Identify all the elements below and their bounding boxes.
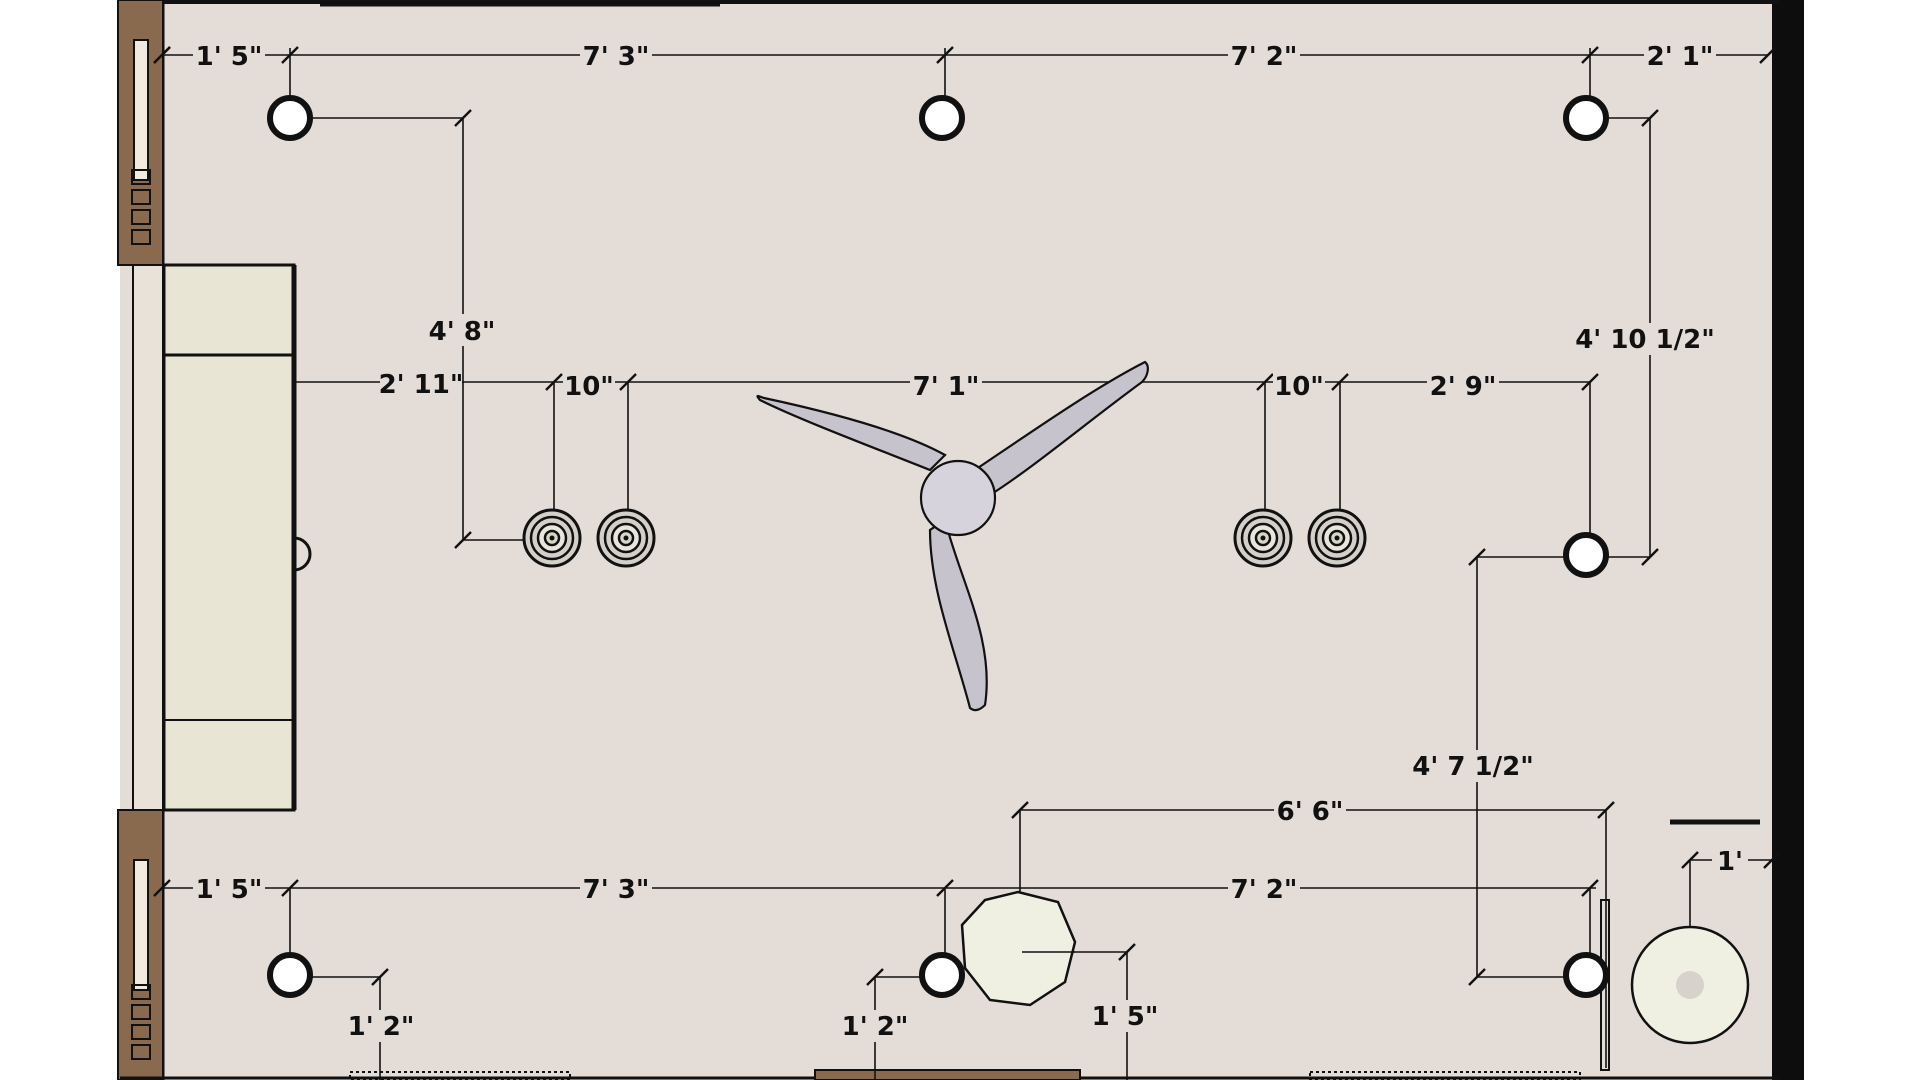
dim-left-vertical: 4' 8" (429, 317, 496, 347)
recessed-light-icon (270, 955, 310, 995)
dim-right-vertical: 4' 10 1/2" (1575, 325, 1715, 355)
dim-bottom-1: 1' 5" (196, 875, 263, 905)
floor-vent-right (1309, 1071, 1581, 1080)
recessed-light-icon (922, 955, 962, 995)
dim-mid-3: 7' 1" (913, 372, 980, 402)
speaker-icon (596, 508, 656, 568)
dim-offset-pendant: 1' 5" (1092, 1002, 1159, 1032)
speaker-icon (1233, 508, 1293, 568)
dim-top-4: 2' 1" (1647, 42, 1714, 72)
dim-bottom-4: 1' (1717, 847, 1743, 877)
dim-top-3: 7' 2" (1231, 42, 1298, 72)
dim-lower-vertical: 4' 7 1/2" (1412, 752, 1533, 782)
dim-offset-left: 1' 2" (348, 1012, 415, 1042)
speaker-icon (522, 508, 582, 568)
ceiling-fan-icon (756, 360, 1149, 712)
recessed-light-icon (1566, 955, 1606, 995)
dim-bottom-3: 7' 2" (1231, 875, 1298, 905)
window-frame-bottom (117, 809, 164, 1080)
recessed-light-icon (922, 98, 962, 138)
pendant-light-icon (960, 890, 1077, 1007)
speaker-icon (1307, 508, 1367, 568)
dim-mid-5: 2' 9" (1430, 372, 1497, 402)
window-frame-top (117, 0, 164, 266)
dim-offset-mid: 1' 2" (842, 1012, 909, 1042)
recessed-light-icon (270, 98, 310, 138)
dim-pendant-span: 6' 6" (1277, 797, 1344, 827)
door-threshold (814, 1069, 1081, 1080)
dim-top-1: 1' 5" (196, 42, 263, 72)
dim-mid-2: 10" (564, 372, 614, 402)
right-wall (1772, 0, 1804, 1080)
dim-bottom-2: 7' 3" (583, 875, 650, 905)
dim-top-2: 7' 3" (583, 42, 650, 72)
floor-vent-left (349, 1071, 571, 1080)
recessed-light-icon (1566, 535, 1606, 575)
pendant-light-icon (1630, 925, 1750, 1045)
dim-mid-4: 10" (1274, 372, 1324, 402)
dim-mid-1: 2' 11" (379, 370, 464, 400)
built-in-cabinet (162, 263, 312, 812)
recessed-light-icon (1566, 98, 1606, 138)
